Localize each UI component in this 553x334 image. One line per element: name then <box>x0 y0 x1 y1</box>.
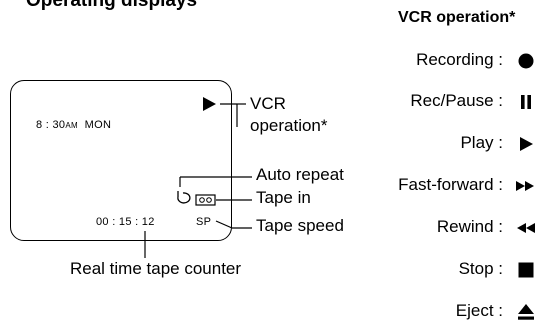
op-label-fast-forward: Fast-forward : <box>398 175 503 194</box>
osd-tape-speed: SP <box>196 216 212 228</box>
op-label-recording: Recording : <box>416 50 503 69</box>
osd-clock: 8 : 30AM MON <box>36 119 111 131</box>
rewind-icon <box>517 223 535 233</box>
fast-forward-icon <box>516 181 534 191</box>
auto-repeat-icon <box>177 191 191 204</box>
callout-tape-speed: Tape speed <box>256 216 344 235</box>
osd-time: 8 : 30 <box>36 119 66 131</box>
op-label-rec-pause: Rec/Pause : <box>410 91 503 110</box>
op-label-eject: Eject : <box>455 301 503 320</box>
eject-icon <box>518 304 534 320</box>
osd-tape-counter: 00 : 15 : 12 <box>96 216 155 228</box>
section-heading-partial: Operating displays <box>26 0 198 11</box>
tape-in-icon <box>195 194 216 206</box>
stop-icon <box>518 262 534 278</box>
record-dot-icon <box>518 53 534 69</box>
callout-tape-counter: Real time tape counter <box>70 259 242 278</box>
osd-ampm: AM <box>65 121 78 130</box>
tv-screen-frame <box>10 80 232 241</box>
play-icon <box>520 137 533 151</box>
op-label-rewind: Rewind : <box>436 217 503 236</box>
callout-vcr-operation-line1: VCR <box>250 94 286 113</box>
osd-play-icon <box>203 97 216 111</box>
op-label-stop: Stop : <box>458 259 503 278</box>
callout-auto-repeat: Auto repeat <box>256 165 344 184</box>
panel-title: VCR operation* <box>398 9 516 26</box>
op-label-play: Play : <box>460 133 503 152</box>
pause-icon <box>521 95 531 109</box>
callout-vcr-operation-line2: operation* <box>250 116 328 135</box>
osd-day: MON <box>84 119 112 131</box>
callout-tape-in: Tape in <box>256 188 311 207</box>
